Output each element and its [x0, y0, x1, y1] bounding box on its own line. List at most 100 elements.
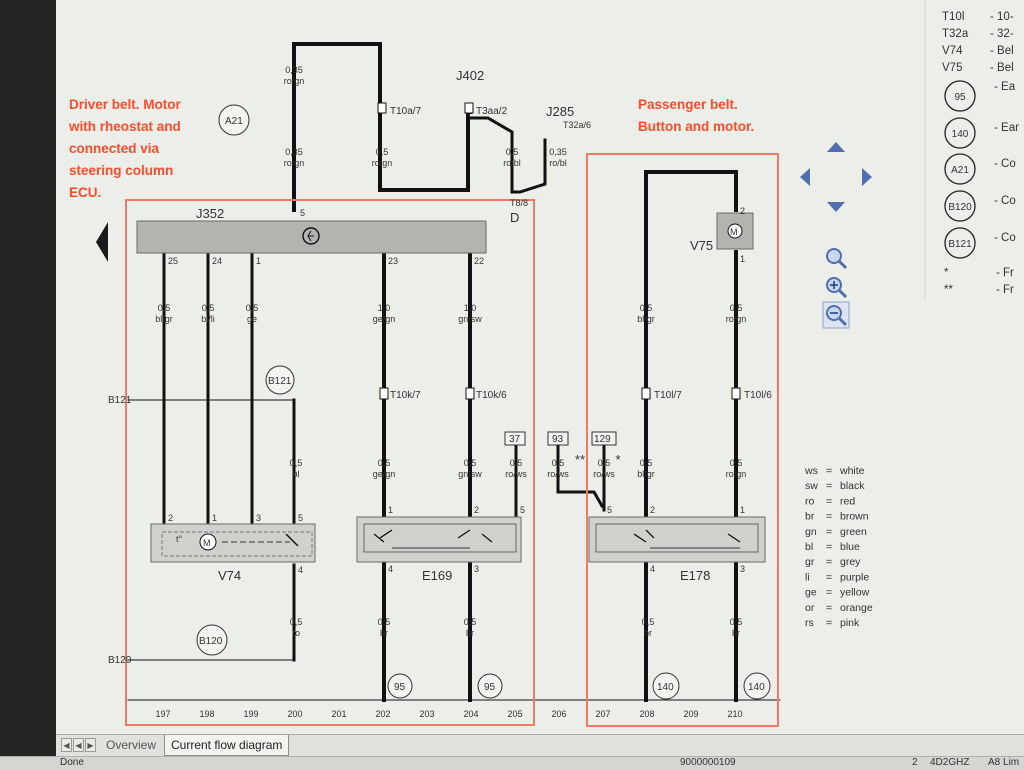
status-number: 2 — [912, 757, 918, 768]
wire-size: 0,5 — [730, 617, 743, 627]
connector-b120 — [196, 624, 228, 656]
control-unit-j352 — [136, 220, 487, 254]
first-sheet-icon[interactable]: ◀ — [61, 738, 72, 752]
legend-code: ro — [805, 495, 814, 507]
back-arrow-icon[interactable] — [96, 222, 108, 262]
pin-number: 3 — [474, 564, 479, 574]
zoom-out-icon[interactable] — [822, 301, 850, 329]
wire-color: gn/sw — [458, 469, 482, 479]
passenger-note-line: Button and motor. — [638, 119, 754, 134]
pin-number: 4 — [388, 564, 393, 574]
label-ground-140a: 140 — [657, 682, 674, 693]
pin-number: 22 — [474, 256, 484, 266]
wire-size: 0,5 — [290, 617, 303, 627]
legend-desc: - Ear — [994, 122, 1019, 134]
wire-mark: * — [615, 452, 620, 467]
legend-code: gr — [805, 556, 815, 568]
wire-color: ro/gn — [726, 469, 747, 479]
legend-mark: ** — [944, 284, 953, 296]
wire-size: 0,5 — [378, 458, 391, 468]
wire-size: 0,5 — [506, 147, 519, 157]
wire-color: bl/li — [201, 314, 215, 324]
connector-t10k6: T10k/6 — [476, 390, 507, 401]
wire-size: 0,35 — [285, 65, 303, 75]
legend-color-name: brown — [840, 511, 869, 523]
label-box-37: 37 — [509, 434, 521, 445]
pin-number: 24 — [212, 256, 222, 266]
bus-number: 204 — [463, 709, 478, 719]
legend-circle — [944, 190, 976, 222]
legend-code: gn — [805, 526, 817, 538]
bus-number: 206 — [551, 709, 566, 719]
tab-overview[interactable]: Overview — [106, 738, 157, 752]
legend-desc: - Fr — [996, 267, 1014, 279]
legend-desc: - Co — [994, 232, 1016, 244]
legend-equals: = — [826, 556, 832, 568]
legend-color-name: pink — [840, 617, 860, 629]
label-j285: J285 — [546, 104, 574, 119]
legend-color-name: purple — [840, 571, 869, 583]
legend-desc: - Ea — [994, 81, 1016, 93]
wire-color: ro/gn — [284, 76, 305, 86]
tab-current-flow-diagram[interactable]: Current flow diagram — [164, 735, 290, 756]
wire-color: bl — [292, 469, 299, 479]
label-a21: A21 — [225, 116, 243, 127]
wire-color: ro/gn — [372, 158, 393, 168]
wire-color: ro/gn — [284, 158, 305, 168]
legend-key: V75 — [942, 62, 962, 74]
prev-sheet-icon[interactable]: ◀ — [73, 738, 84, 752]
legend-code: ws — [804, 465, 818, 477]
legend-key: T10l — [942, 11, 964, 23]
label-b120-line: B120 — [108, 655, 132, 666]
legend-circle-key: A21 — [951, 165, 969, 176]
diagram-paper — [56, 0, 1024, 734]
wire-color: ro/bl — [549, 158, 567, 168]
status-text: Done — [60, 757, 84, 768]
legend-code: ge — [805, 587, 817, 599]
status-code: 4D2GHZ — [930, 757, 970, 768]
legend-color-name: green — [840, 526, 867, 538]
zoom-plus-icon[interactable] — [826, 277, 848, 299]
wire-size: 0,5 — [640, 458, 653, 468]
bus-number: 198 — [199, 709, 214, 719]
legend-key: T32a — [942, 28, 969, 40]
wire-size: 0,5 — [552, 458, 565, 468]
bus-number: 201 — [331, 709, 346, 719]
driver-note-line: ECU. — [69, 185, 101, 200]
wire-color: gn/sw — [458, 314, 482, 324]
zoom-in-icon[interactable] — [826, 248, 848, 270]
connector-t10l7: T10l/7 — [654, 390, 682, 401]
legend-color-name: grey — [840, 556, 861, 568]
pin-number: 1 — [212, 513, 217, 523]
label-box-93: 93 — [552, 434, 564, 445]
connector-a21 — [218, 104, 250, 136]
bus-number: 210 — [727, 709, 742, 719]
wire-color: ro/ws — [593, 469, 615, 479]
wire-size: 0,5 — [464, 458, 477, 468]
label-motor-v75: M — [730, 227, 738, 237]
bus-number: 209 — [683, 709, 698, 719]
driver-note-line: Driver belt. Motor — [69, 97, 182, 112]
ground-140-right — [743, 672, 771, 700]
wire-color-legend: ws=whitesw=blackro=redbr=browngn=greenbl… — [804, 465, 873, 629]
wire-color: bl/gr — [155, 314, 173, 324]
pan-control-icon[interactable] — [800, 142, 872, 212]
legend-desc: - Fr — [996, 284, 1014, 296]
legend-desc: - Co — [994, 158, 1016, 170]
wire-size: 0,5 — [510, 458, 523, 468]
driver-note-line: connected via — [69, 141, 160, 156]
wire-color: ro/ws — [547, 469, 569, 479]
bus-number: 205 — [507, 709, 522, 719]
label-b121-line: B121 — [108, 395, 132, 406]
legend-equals: = — [826, 526, 832, 538]
legend-circle-key: B120 — [948, 202, 972, 213]
legend-circle — [944, 117, 976, 149]
label-ground-95b: 95 — [484, 682, 496, 693]
pin-number: 5 — [520, 505, 525, 515]
bus-number: 207 — [595, 709, 610, 719]
legend-code: sw — [805, 480, 818, 492]
pin-number: 2 — [168, 513, 173, 523]
label-e169: E169 — [422, 568, 452, 583]
next-sheet-icon[interactable]: ▶ — [85, 738, 96, 752]
